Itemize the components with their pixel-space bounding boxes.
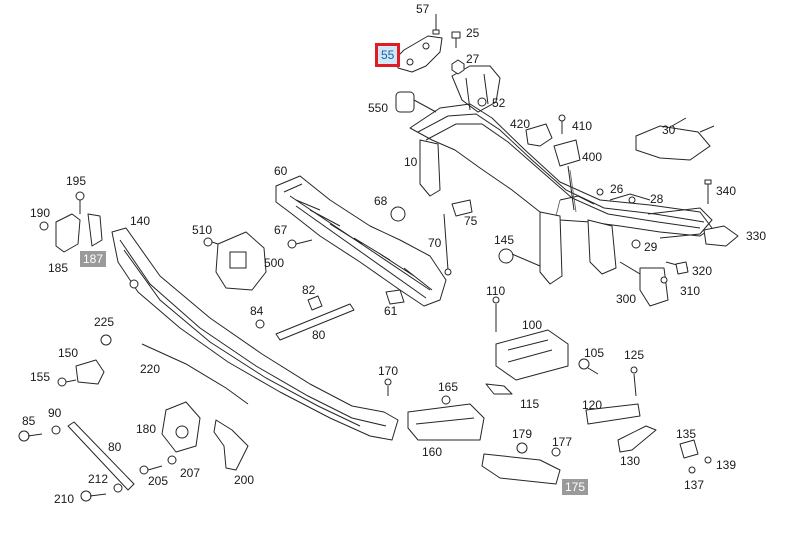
- callout-177[interactable]: 177: [552, 435, 573, 449]
- callout-210[interactable]: 210: [54, 492, 75, 506]
- callout-10[interactable]: 10: [404, 155, 418, 169]
- callout-125[interactable]: 125: [624, 348, 645, 362]
- callout-115[interactable]: 115: [520, 397, 540, 411]
- callout-90[interactable]: 90: [48, 406, 62, 420]
- callout-160[interactable]: 160: [422, 445, 443, 459]
- callout-190[interactable]: 190: [30, 206, 51, 220]
- callout-155[interactable]: 155: [30, 370, 51, 384]
- bumper-beam-140: [111, 227, 399, 441]
- callout-84[interactable]: 84: [250, 304, 264, 318]
- callout-165[interactable]: 165: [438, 380, 459, 394]
- callout-75[interactable]: 75: [464, 214, 478, 228]
- callout-52[interactable]: 52: [492, 96, 506, 110]
- callout-187[interactable]: 187: [80, 251, 107, 267]
- callout-110[interactable]: 110: [486, 284, 506, 298]
- callout-70[interactable]: 70: [428, 236, 442, 250]
- callout-105[interactable]: 105: [584, 346, 605, 360]
- callout-55[interactable]: 55: [375, 43, 401, 67]
- callout-150[interactable]: 150: [58, 346, 79, 360]
- callout-27[interactable]: 27: [466, 52, 480, 66]
- callout-200[interactable]: 200: [234, 473, 255, 487]
- grille-support-60: [275, 175, 447, 307]
- callout-500[interactable]: 500: [264, 256, 285, 270]
- callout-61[interactable]: 61: [384, 304, 398, 318]
- callout-179[interactable]: 179: [512, 427, 533, 441]
- callout-80-rod[interactable]: 80: [312, 328, 326, 342]
- front-carrier-frame: [409, 65, 713, 285]
- callout-100[interactable]: 100: [522, 318, 543, 332]
- callout-67[interactable]: 67: [274, 223, 288, 237]
- callout-60[interactable]: 60: [274, 164, 288, 178]
- callout-139[interactable]: 139: [716, 458, 737, 472]
- callout-130[interactable]: 130: [620, 454, 641, 468]
- callout-120[interactable]: 120: [582, 398, 603, 412]
- callout-135[interactable]: 135: [676, 427, 697, 441]
- callout-220[interactable]: 220: [140, 362, 161, 376]
- callout-68[interactable]: 68: [374, 194, 388, 208]
- callout-212[interactable]: 212: [88, 472, 109, 486]
- callout-25[interactable]: 25: [466, 26, 480, 40]
- bracket-55: [395, 35, 443, 73]
- callout-195[interactable]: 195: [66, 174, 87, 188]
- callout-310[interactable]: 310: [680, 284, 701, 298]
- callout-225[interactable]: 225: [94, 315, 115, 329]
- callout-80-strap[interactable]: 80: [108, 440, 122, 454]
- callout-510[interactable]: 510: [192, 223, 213, 237]
- callout-30[interactable]: 30: [662, 123, 676, 137]
- callout-28[interactable]: 28: [650, 192, 664, 206]
- callout-340[interactable]: 340: [716, 184, 737, 198]
- callout-137[interactable]: 137: [684, 478, 705, 492]
- callout-185[interactable]: 185: [48, 261, 69, 275]
- callout-85[interactable]: 85: [22, 414, 36, 428]
- callout-300[interactable]: 300: [616, 292, 637, 306]
- callout-82[interactable]: 82: [302, 283, 316, 297]
- callout-550[interactable]: 550: [368, 101, 389, 115]
- callout-180[interactable]: 180: [136, 422, 157, 436]
- callout-420[interactable]: 420: [510, 117, 531, 131]
- callout-410[interactable]: 410: [572, 119, 593, 133]
- callout-140[interactable]: 140: [130, 214, 151, 228]
- callout-29[interactable]: 29: [644, 240, 658, 254]
- callout-330[interactable]: 330: [746, 229, 767, 243]
- callout-205[interactable]: 205: [148, 474, 169, 488]
- callout-170[interactable]: 170: [378, 364, 399, 378]
- callout-175[interactable]: 175: [562, 479, 589, 495]
- callout-207[interactable]: 207: [180, 466, 201, 480]
- callout-145[interactable]: 145: [494, 233, 515, 247]
- callout-26[interactable]: 26: [610, 182, 624, 196]
- callout-57[interactable]: 57: [416, 2, 430, 16]
- callout-320[interactable]: 320: [692, 264, 713, 278]
- callout-400[interactable]: 400: [582, 150, 603, 164]
